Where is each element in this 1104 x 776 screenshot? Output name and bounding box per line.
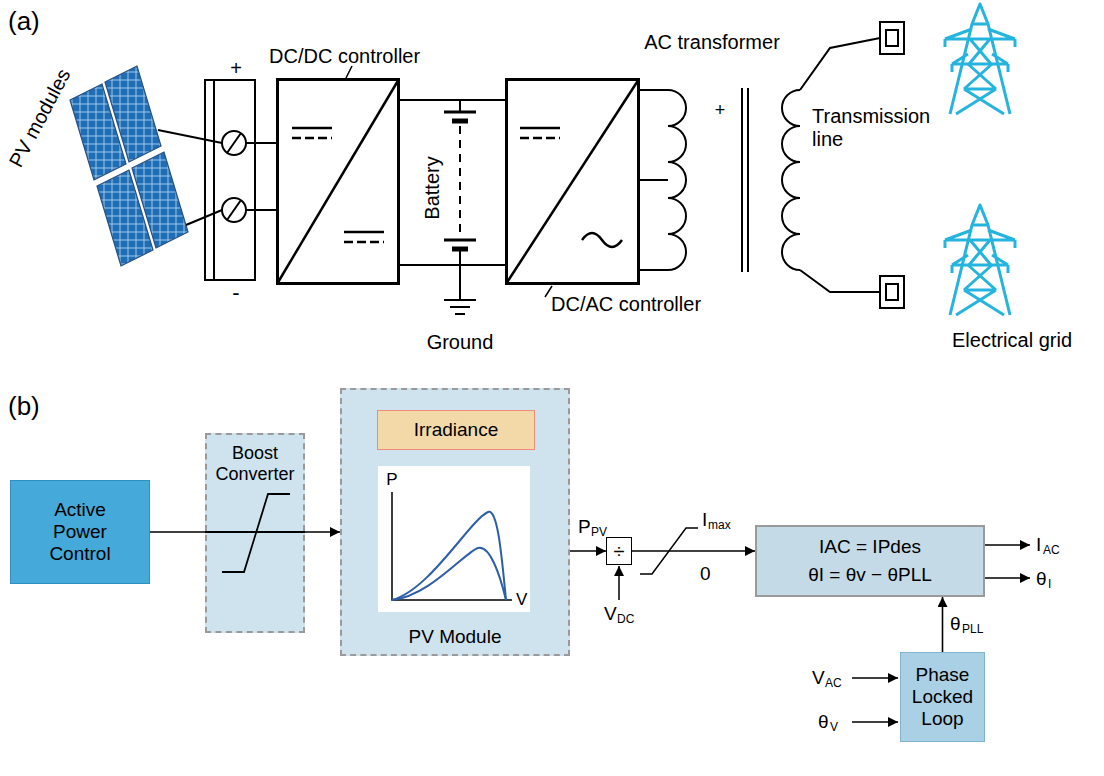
subscript: AC	[1043, 544, 1060, 558]
transmission-tower	[945, 4, 1015, 114]
irradiance-box: Irradiance	[377, 410, 535, 450]
dashed-block: Boost Converter	[205, 433, 305, 633]
battery-symbol	[444, 100, 476, 314]
boost-saturation	[205, 494, 305, 572]
divide-block: ÷	[606, 537, 632, 565]
converter-box: DC/AC controller	[505, 78, 640, 285]
signal-name: V	[812, 667, 825, 689]
node-text: DC/DC controller	[269, 45, 420, 68]
terminal-sign: -	[232, 280, 239, 305]
connector	[632, 550, 755, 552]
signal-name: θ	[818, 711, 829, 733]
subscript: I	[1048, 578, 1051, 592]
node-text: θI = θv − θPLL	[808, 564, 932, 586]
node-text: Phase Locked Loop	[905, 664, 980, 730]
pv-curve-plot	[378, 466, 530, 612]
control-block: Active Power Control	[10, 480, 150, 584]
subscript: max	[708, 519, 731, 533]
transmission-tower	[945, 205, 1015, 315]
subscript: AC	[825, 677, 842, 691]
subscript: DC	[617, 613, 634, 627]
converter-box: DC/DC controller	[276, 78, 400, 285]
node-text: ÷	[614, 541, 625, 561]
transformer	[640, 22, 904, 308]
axis-label: V	[516, 590, 527, 610]
panel-letter: (a)	[8, 7, 40, 37]
dashed-block: PV Module Irradiance	[340, 388, 570, 656]
part-label: Ground	[427, 331, 494, 354]
connector	[400, 99, 505, 101]
pll-block: Phase Locked Loop	[900, 652, 985, 742]
converter-symbols	[277, 66, 639, 297]
node-text: PV Module	[409, 626, 502, 648]
part-label: AC transformer	[644, 31, 780, 54]
node-text: DC/AC controller	[551, 293, 701, 316]
connector	[150, 531, 205, 533]
part-label: Electrical grid	[952, 329, 1072, 352]
connector	[400, 264, 505, 266]
connector	[305, 531, 340, 533]
subscript: V	[830, 721, 838, 735]
subscript: PV	[591, 526, 607, 540]
subscript: PLL	[962, 623, 983, 637]
signal-name: θ	[1036, 568, 1047, 590]
pv-panels	[70, 66, 188, 266]
wiring	[158, 80, 276, 280]
limit-value: 0	[700, 563, 711, 585]
axis-label: P	[386, 470, 397, 490]
signal-name: P	[578, 516, 591, 538]
signal-arrows	[619, 528, 1030, 722]
signal-name: I	[1036, 534, 1041, 556]
part-label: PV modules	[5, 65, 76, 171]
signal-name: θ	[950, 613, 961, 635]
signal-name: I	[702, 509, 707, 531]
connector	[942, 597, 944, 652]
part-label: Transmission line	[812, 105, 942, 151]
equation-block: IAC = IPdes θI = θv − θPLL	[755, 525, 985, 597]
polarity-mark: +	[715, 100, 726, 121]
signal-name: V	[604, 603, 617, 625]
panel-letter: (b)	[8, 392, 40, 422]
node-text: IAC = IPdes	[819, 536, 921, 558]
node-text: Irradiance	[414, 419, 499, 441]
terminal-sign: +	[230, 57, 242, 80]
node-text: Boost Converter	[211, 443, 299, 484]
part-label: Battery	[421, 156, 444, 219]
connector	[570, 550, 606, 552]
node-text: Active Power Control	[39, 499, 121, 565]
